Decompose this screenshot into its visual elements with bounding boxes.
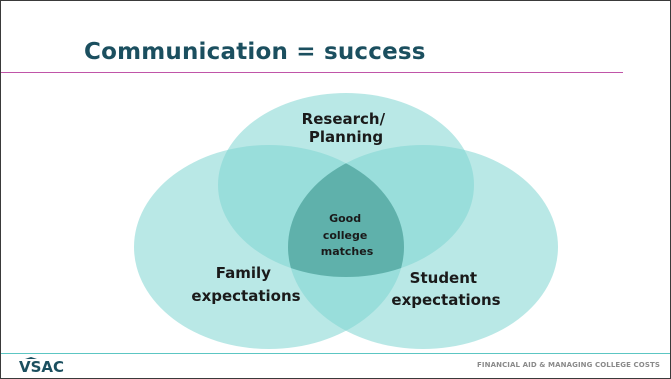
slide-title: Communication = success — [84, 39, 426, 65]
svg-text:VSAC: VSAC — [19, 358, 64, 375]
venn-label-center: Good college matches — [321, 212, 374, 258]
footer-text: FINANCIAL AID & MANAGING COLLEGE COSTS — [477, 361, 660, 369]
title-underline — [1, 72, 623, 73]
logo-roof-icon — [25, 357, 37, 359]
venn-label-student: Student expectations — [391, 269, 500, 309]
venn-label-family: Family expectations — [191, 264, 300, 305]
venn-label-research: Research/ Planning — [302, 110, 391, 146]
vsac-logo: VSAC — [19, 357, 64, 375]
venn-center-overlap — [288, 145, 404, 277]
footer-divider — [1, 353, 670, 354]
